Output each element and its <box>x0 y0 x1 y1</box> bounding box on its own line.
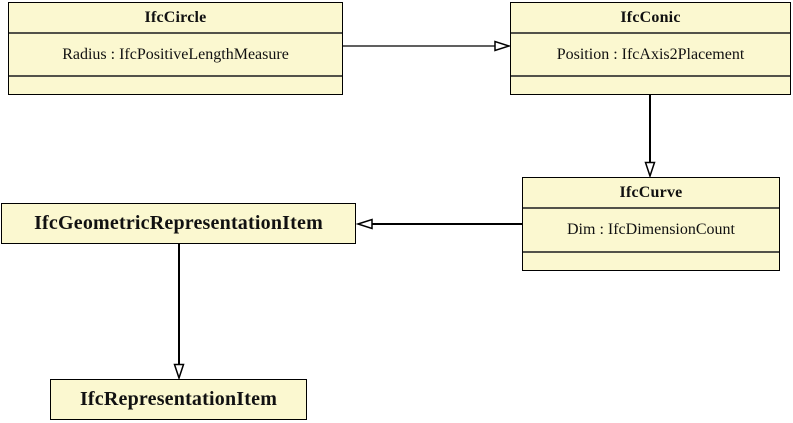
generalization-arrowhead-down-icon <box>644 161 656 179</box>
class-title: IfcCircle <box>9 3 342 34</box>
class-title: IfcConic <box>511 3 790 34</box>
class-title: IfcRepresentationItem <box>79 388 278 410</box>
class-box-ifcrepresentationitem[interactable]: IfcRepresentationItem <box>50 379 307 420</box>
generalization-arrowhead-right-icon <box>494 40 512 52</box>
class-title: IfcGeometricRepresentationItem <box>34 212 323 234</box>
class-box-ifccurve[interactable]: IfcCurve Dim : IfcDimensionCount <box>522 177 780 271</box>
class-title: IfcCurve <box>523 178 779 209</box>
class-empty-compartment <box>523 251 779 270</box>
class-box-ifcgeometricrepresentationitem[interactable]: IfcGeometricRepresentationItem <box>1 203 356 244</box>
class-box-ifcconic[interactable]: IfcConic Position : IfcAxis2Placement <box>510 2 791 95</box>
class-empty-compartment <box>9 75 342 94</box>
class-attribute: Dim : IfcDimensionCount <box>567 221 735 238</box>
generalization-arrowhead-down-icon <box>173 363 185 381</box>
class-empty-compartment <box>511 75 790 94</box>
class-attribute: Radius : IfcPositiveLengthMeasure <box>62 45 289 63</box>
class-attribute: Position : IfcAxis2Placement <box>556 45 745 63</box>
generalization-arrowhead-left-icon <box>355 218 373 230</box>
class-box-ifccircle[interactable]: IfcCircle Radius : IfcPositiveLengthMeas… <box>8 2 343 95</box>
